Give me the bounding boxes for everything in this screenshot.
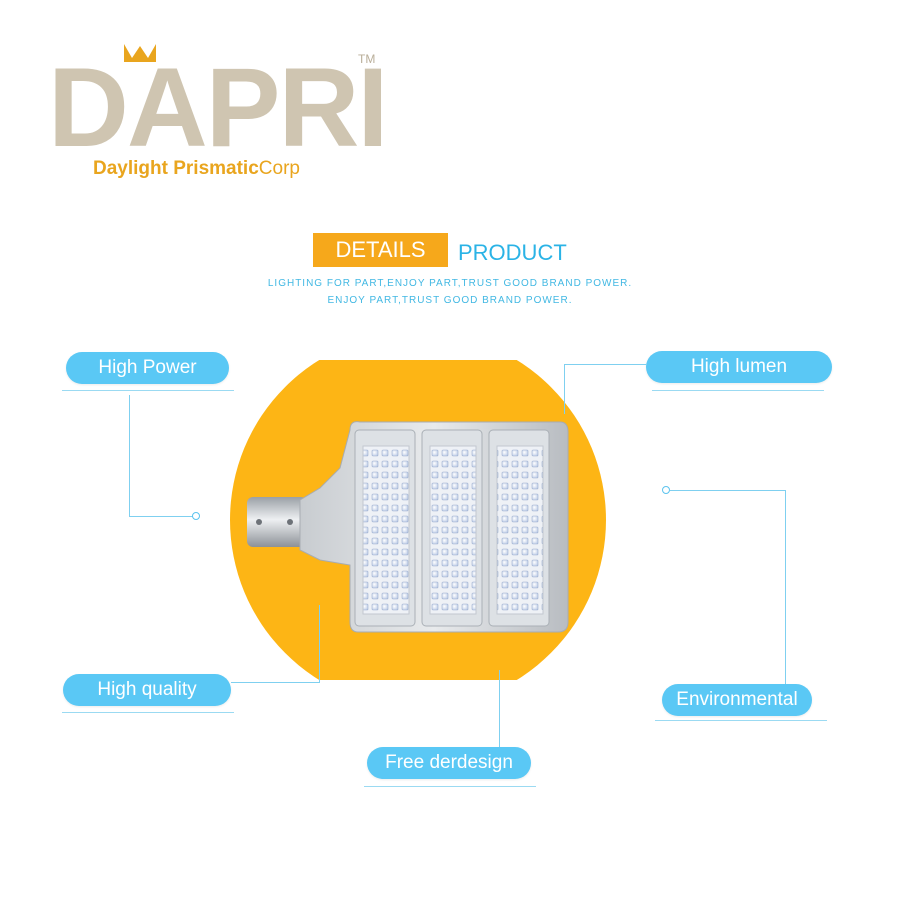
- feature-underline: [652, 390, 824, 391]
- connector-line: [564, 364, 647, 365]
- mount-pipe: [247, 497, 307, 547]
- brand-logo: DAPRI: [48, 45, 388, 170]
- connector-line: [499, 670, 500, 763]
- heading-subtitle-line-2: ENJOY PART,TRUST GOOD BRAND POWER.: [327, 295, 573, 306]
- product-heading: PRODUCT: [458, 240, 567, 265]
- connector-line: [319, 605, 320, 683]
- connector-line: [564, 364, 565, 414]
- connector-dot: [662, 486, 670, 494]
- connector-dot: [192, 512, 200, 520]
- feature-high-power: High Power: [66, 352, 229, 384]
- led-modules: [354, 429, 550, 627]
- feature-high-quality: High quality: [63, 674, 231, 706]
- brand-tagline-light: Corp: [258, 158, 300, 179]
- brand-tagline: Daylight PrismaticCorp: [93, 158, 300, 180]
- street-light-illustration: [230, 360, 606, 680]
- crown-icon: [124, 44, 156, 62]
- feature-underline: [655, 720, 827, 721]
- trademark-mark: TM: [358, 52, 376, 66]
- connector-line: [785, 490, 786, 685]
- details-badge: DETAILS: [313, 233, 448, 267]
- feature-environmental: Environmental: [662, 684, 812, 716]
- feature-free-design: Free derdesign: [367, 747, 531, 779]
- connector-line: [129, 516, 193, 517]
- heading-subtitle-line-1: LIGHTING FOR PART,ENJOY PART,TRUST GOOD …: [267, 278, 633, 289]
- feature-underline: [62, 712, 234, 713]
- brand-tagline-bold: Daylight Prismatic: [93, 158, 259, 179]
- feature-high-lumen: High lumen: [646, 351, 832, 383]
- feature-underline: [364, 786, 536, 787]
- connector-line: [129, 395, 130, 517]
- connector-line: [231, 682, 320, 683]
- feature-underline: [62, 390, 234, 391]
- connector-line: [670, 490, 786, 491]
